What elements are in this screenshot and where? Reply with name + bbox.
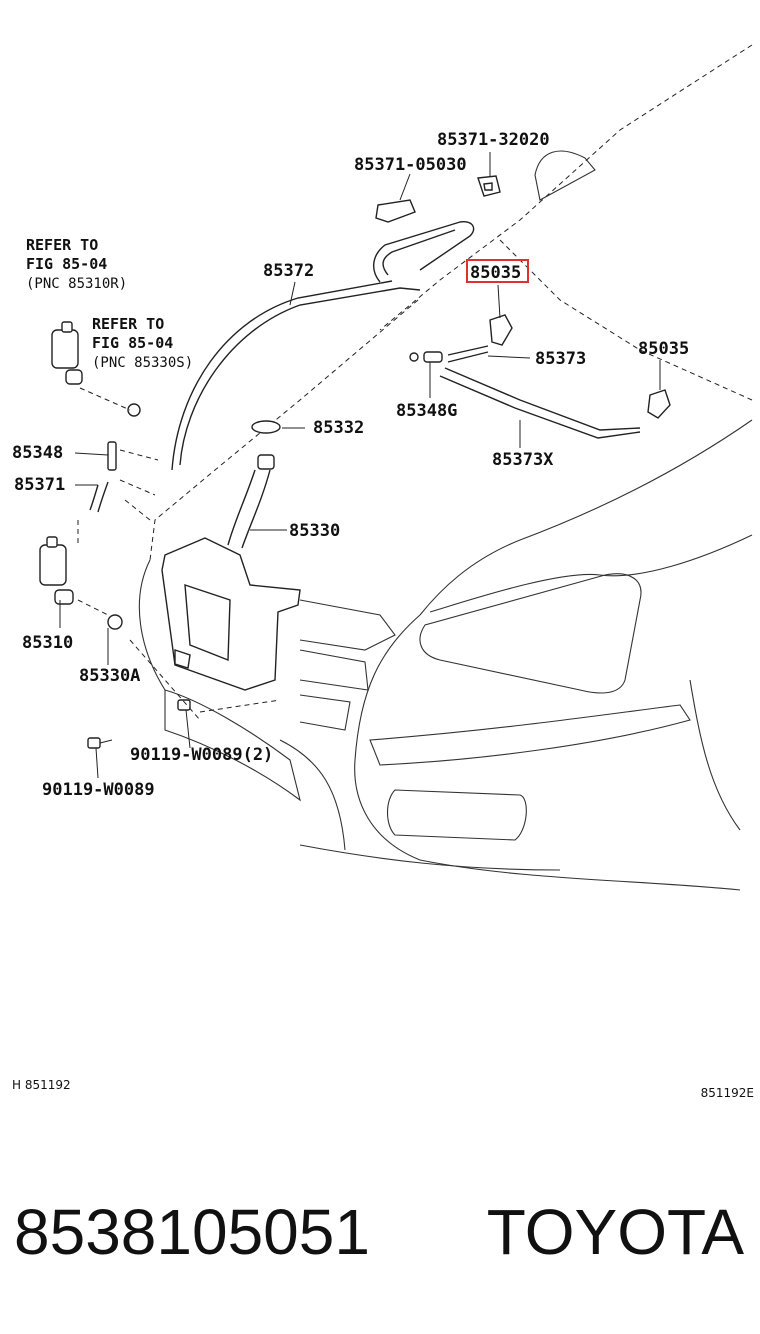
- part-bolt-90119-2[interactable]: [177, 699, 191, 711]
- caption-part-number: 8538105051: [14, 1196, 370, 1268]
- refer-85310r-line1: REFER TO: [26, 236, 98, 254]
- label-85330a[interactable]: 85330A: [79, 666, 140, 686]
- part-reservoir-85330[interactable]: [161, 537, 301, 691]
- caption-brand: TOYOTA: [487, 1196, 745, 1268]
- label-85373x[interactable]: 85373X: [492, 450, 554, 470]
- part-pump-refer-85310r[interactable]: [51, 321, 83, 385]
- label-85373[interactable]: 85373: [535, 349, 586, 369]
- highlight-box: [466, 259, 529, 283]
- label-85310[interactable]: 85310: [22, 633, 73, 653]
- part-clip-05030[interactable]: [375, 199, 416, 223]
- footer-left-code: H 851192: [12, 1078, 71, 1092]
- label-85371[interactable]: 85371: [14, 475, 65, 495]
- label-90119-w0089-2[interactable]: 90119-W0089(2): [130, 745, 273, 765]
- refer-note-85310r: REFER TO FIG 85-04 (PNC 85310R): [26, 236, 127, 292]
- label-90119-w0089[interactable]: 90119-W0089: [42, 780, 155, 800]
- refer-85330s-line2: FIG 85-04: [92, 334, 173, 352]
- part-cap-85332[interactable]: [251, 420, 281, 470]
- label-85330[interactable]: 85330: [289, 521, 340, 541]
- part-connector-85348g[interactable]: [409, 351, 443, 363]
- car-body-outline: [124, 44, 753, 891]
- part-nozzle-85035-upper[interactable]: [489, 314, 513, 346]
- leader-lines: [59, 152, 661, 779]
- part-nozzle-85035-right[interactable]: [647, 389, 671, 419]
- refer-85310r-line3: (PNC 85310R): [26, 276, 127, 292]
- label-85348g[interactable]: 85348G: [396, 401, 457, 421]
- part-bolt-90119[interactable]: [87, 737, 113, 749]
- part-grommet-refer-85330s[interactable]: [127, 403, 141, 417]
- label-85035-highlighted[interactable]: 85035: [470, 263, 521, 283]
- footer-right-code: 851192E: [701, 1086, 754, 1100]
- part-connector-85348[interactable]: [107, 441, 117, 471]
- label-85348[interactable]: 85348: [12, 443, 63, 463]
- refer-85330s-line1: REFER TO: [92, 315, 164, 333]
- label-85332[interactable]: 85332: [313, 418, 364, 438]
- refer-note-85330s: REFER TO FIG 85-04 (PNC 85330S): [92, 315, 193, 371]
- part-clip-32020[interactable]: [477, 175, 501, 197]
- refer-85310r-line2: FIG 85-04: [26, 255, 107, 273]
- label-85371-32020[interactable]: 85371-32020: [437, 130, 550, 150]
- label-85371-05030[interactable]: 85371-05030: [354, 155, 467, 175]
- label-85035[interactable]: 85035: [638, 339, 689, 359]
- refer-85330s-line3: (PNC 85330S): [92, 355, 193, 371]
- part-pump-85310[interactable]: [39, 536, 74, 605]
- washer-hoses: [89, 221, 641, 549]
- part-grommet-85330a[interactable]: [107, 614, 123, 630]
- label-85372[interactable]: 85372: [263, 261, 314, 281]
